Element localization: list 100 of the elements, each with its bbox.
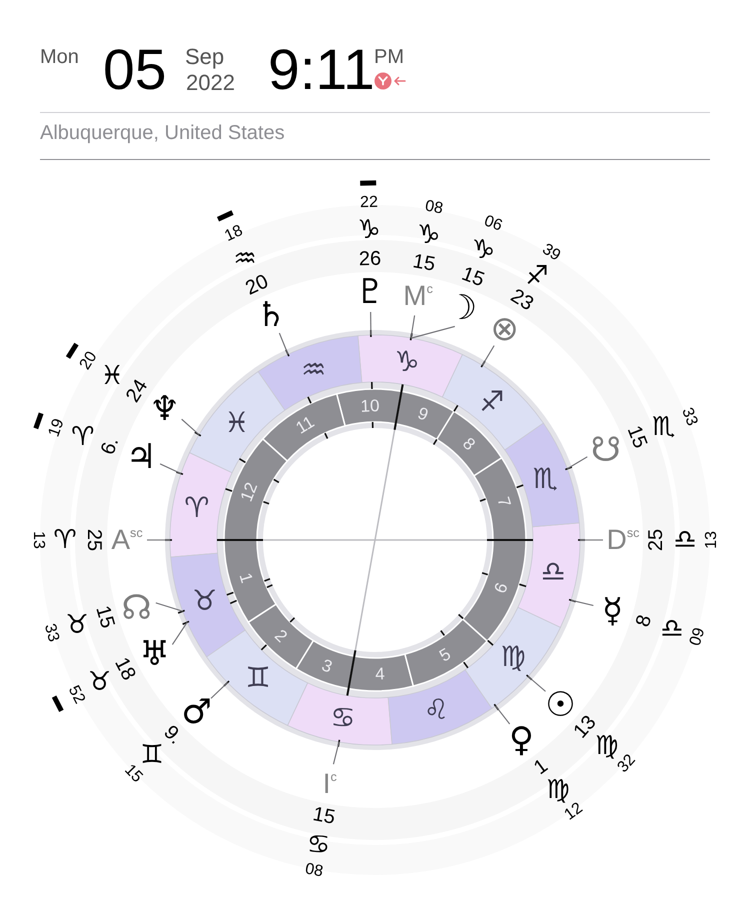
sign-symbol: ♏ (532, 464, 558, 493)
house-segment (335, 388, 403, 427)
leader-line (570, 600, 594, 606)
angle-label: D$^{sc}$ (606, 526, 640, 554)
angle-label: M$^{c}$ (403, 282, 433, 310)
degree-number: 15 (311, 804, 337, 828)
leader-line (370, 312, 372, 336)
planet-symbol: ♅ (139, 636, 170, 671)
sign-symbol: ♋ (306, 832, 330, 858)
house-segment (223, 437, 289, 541)
leader-line (156, 602, 183, 612)
degree-number: 1 (530, 755, 552, 778)
leader-line (210, 682, 228, 699)
leader-line (410, 315, 416, 338)
house-segment (347, 653, 415, 692)
sign-segment (516, 521, 581, 629)
house-number: 3 (320, 656, 335, 676)
house-number: 10 (360, 396, 380, 414)
degree-number: 18 (111, 654, 140, 684)
sign-symbol: ♈ (71, 424, 94, 450)
point-symbol: ☋ (590, 432, 621, 466)
sign-symbol: ♉ (88, 669, 112, 696)
sign-symbol: ♌ (424, 696, 449, 724)
sign-symbol: ♏ (652, 414, 676, 440)
leader-line (332, 742, 340, 764)
degree-number: 20 (242, 271, 272, 299)
sign-segment (169, 451, 234, 559)
minute-number: 33 (40, 622, 62, 644)
month-label: Sep (185, 46, 224, 68)
sign-symbol: ♎ (673, 527, 697, 553)
house-number: 5 (436, 645, 454, 665)
weekday-label: Mon (40, 46, 79, 67)
house-number: 2 (272, 626, 290, 646)
house-number: 9 (415, 404, 430, 424)
sign-symbol: ♓ (224, 409, 250, 438)
minute-number: 06 (482, 214, 504, 235)
degree-number: 26 (358, 248, 381, 270)
leader-line (482, 345, 495, 366)
minute-number: 13 (30, 531, 46, 549)
leader-line (172, 622, 188, 645)
leader-line (147, 539, 170, 541)
planet-symbol: ♆ (149, 392, 180, 426)
minute-number: 19 (46, 416, 68, 439)
degree-number: 24 (122, 376, 152, 406)
sign-symbol: ♑ (417, 222, 440, 248)
sign-symbol: ♑ (357, 217, 381, 244)
time-label: 9:11 (268, 42, 375, 100)
house-segment (461, 539, 527, 643)
sign-symbol: ♒ (301, 356, 326, 384)
sign-symbol: ♍ (546, 777, 570, 804)
sign-symbol: ♉ (192, 587, 218, 616)
minute-number: 08 (303, 862, 324, 881)
leader-line (160, 463, 182, 474)
degree-number: 15 (623, 423, 650, 452)
point-symbol: ☊ (122, 591, 152, 626)
leader-line (580, 539, 603, 541)
house-number: 4 (375, 666, 386, 684)
sign-symbol: ♓ (100, 362, 124, 389)
house-segment (223, 539, 278, 624)
sign-segment (257, 334, 363, 412)
day-number: 05 (103, 42, 166, 100)
sign-symbol: ♍ (500, 642, 526, 671)
planet-symbol: ♇ (355, 275, 386, 310)
degree-number: 25 (646, 528, 666, 552)
sign-symbol: ♎ (540, 558, 566, 586)
sign-segment (356, 334, 464, 399)
house-segment (403, 617, 489, 688)
house-segment (261, 392, 347, 463)
degree-number: 15 (92, 604, 118, 631)
minute-number: 18 (222, 223, 246, 246)
sign-segment (188, 370, 286, 474)
planet-symbol: ☉ (545, 688, 576, 722)
sign-segment (441, 353, 545, 451)
leader-line (495, 706, 510, 724)
house-number: 6 (490, 580, 510, 596)
planet-symbol: ♂ (181, 695, 212, 730)
degree-number: 15 (411, 251, 436, 276)
planet-symbol: ♃ (126, 440, 156, 474)
minute-number: 08 (423, 198, 444, 218)
leader-line (181, 418, 200, 436)
house-segment (394, 390, 455, 441)
meridiem-label: PM (374, 46, 404, 67)
minute-number: 52 (64, 682, 87, 706)
angle-label: A$^{sc}$ (111, 526, 143, 554)
minute-number: 09 (688, 626, 708, 648)
leader-line (566, 456, 588, 470)
planet-symbol: ♄ (256, 298, 286, 332)
minute-number: 39 (539, 241, 563, 264)
sign-symbol: ♑ (394, 348, 420, 376)
sign-segment (387, 668, 493, 746)
house-number: 7 (494, 494, 514, 509)
degree-number: 6. (98, 434, 122, 458)
house-number: 11 (293, 413, 317, 437)
leader-line (410, 326, 455, 339)
sign-symbol: ♐ (525, 262, 549, 289)
minute-number: 22 (359, 194, 378, 212)
leader-line (528, 676, 546, 692)
degree-number: 15 (459, 264, 488, 290)
minute-number: 20 (78, 350, 101, 374)
house-segment (472, 456, 527, 541)
